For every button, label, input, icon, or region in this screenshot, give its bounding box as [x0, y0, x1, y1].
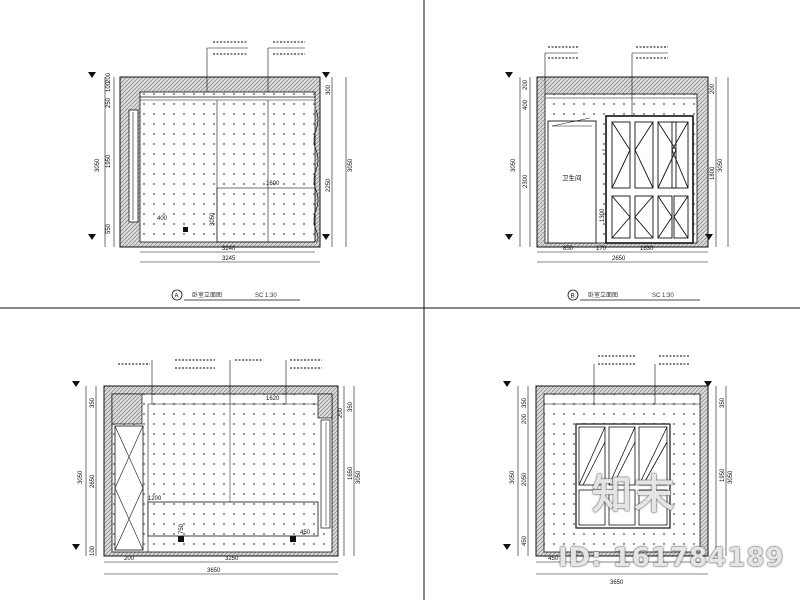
dim-right-3: 200 — [338, 407, 344, 418]
dim-right-3: 2250 — [326, 178, 332, 192]
view-label-circle — [171, 289, 183, 301]
dim-bottom-1: 200 — [124, 556, 135, 562]
watermark-id: ID: 161784189 — [558, 543, 785, 573]
caption-title: 卧室立面图 — [588, 291, 618, 299]
dim-inner-2: 3050 — [210, 212, 216, 226]
dim-right-1: 3050 — [348, 158, 354, 172]
dim-right-3: 350 — [720, 397, 726, 408]
dim-left-4: 200 — [523, 79, 529, 90]
dim-left-5: 350 — [522, 397, 528, 408]
dim-right-2: 1800 — [710, 166, 716, 180]
elevation-panel-b: 卫生间 850 170 1630 2650 — [505, 46, 729, 301]
dim-right-4: 350 — [348, 401, 354, 412]
dim-left-2: 2300 — [523, 174, 529, 188]
dim-left-1: 3050 — [510, 470, 516, 484]
dim-left-2: 1950 — [106, 154, 112, 168]
caption-scale: SC 1:30 — [255, 293, 277, 299]
dim-right-1: 3050 — [356, 470, 362, 484]
dim-left-3: 350 — [90, 397, 96, 408]
dim-right-2: 1950 — [720, 468, 726, 482]
dim-left-1: 3050 — [511, 158, 517, 172]
dim-right-2: 300 — [326, 84, 332, 95]
dim-left-3: 550 — [106, 223, 112, 234]
dim-inner-3: 1600 — [266, 181, 280, 187]
dim-bottom-1: 850 — [563, 246, 574, 252]
dim-bottom-3: 3650 — [207, 568, 221, 574]
caption-title: 卧室立面图 — [192, 291, 222, 299]
dim-left-3: 450 — [522, 535, 528, 546]
dim-bottom-2: 3250 — [225, 556, 239, 562]
elevation-panel-a: 3240 3245 3050 1950 550 250 100 200 3050… — [88, 41, 354, 301]
elevation-panel-d: 450 3650 3050 2050 450 200 350 3050 1950… — [503, 355, 734, 586]
wardrobe-front — [575, 423, 671, 529]
dim-bottom-2: 3245 — [222, 256, 236, 262]
dim-left-1: 3050 — [95, 158, 101, 172]
dim-left-2: 2050 — [522, 472, 528, 486]
dim-left-6: 200 — [106, 72, 112, 83]
elevation-panel-c: 200 3250 3650 3050 2650 350 100 3050 165… — [72, 359, 362, 575]
caption-scale: SC 1:30 — [652, 293, 674, 299]
door-label: 卫生间 — [562, 173, 582, 182]
view-label-circle — [567, 289, 579, 301]
dim-inner-4: 450 — [300, 530, 311, 536]
dim-bottom-3: 1630 — [640, 246, 654, 252]
dim-inner-1: 1300 — [600, 208, 606, 222]
dim-left-1: 3050 — [78, 470, 84, 484]
dim-inner-1: 400 — [157, 216, 168, 222]
dim-inner-1: 1620 — [266, 396, 280, 402]
dim-left-5: 100 — [106, 81, 112, 92]
bathroom-door — [547, 120, 597, 244]
dim-left-3: 400 — [523, 99, 529, 110]
dim-left-2: 2650 — [90, 474, 96, 488]
dim-left-4: 250 — [106, 97, 112, 108]
watermark-logo: 知末 — [592, 472, 676, 518]
dim-left-4: 100 — [90, 545, 96, 556]
dim-bottom-1: 450 — [548, 556, 559, 562]
view-label-letter: B — [571, 294, 575, 300]
dim-left-4: 200 — [522, 413, 528, 424]
dim-right-1: 3050 — [728, 470, 734, 484]
dim-inner-3: 750 — [179, 523, 185, 534]
dim-bottom-4: 2650 — [612, 256, 626, 262]
view-label-letter: A — [175, 294, 179, 300]
dim-right-1: 3050 — [718, 158, 724, 172]
wardrobe — [605, 115, 694, 244]
dim-bottom-2: 170 — [596, 246, 607, 252]
dim-right-2: 1650 — [348, 466, 354, 480]
dim-bottom-2: 3650 — [610, 580, 624, 586]
dim-bottom-1: 3240 — [222, 246, 236, 252]
dim-inner-2: 1200 — [148, 496, 162, 502]
dim-right-3: 200 — [710, 83, 716, 94]
